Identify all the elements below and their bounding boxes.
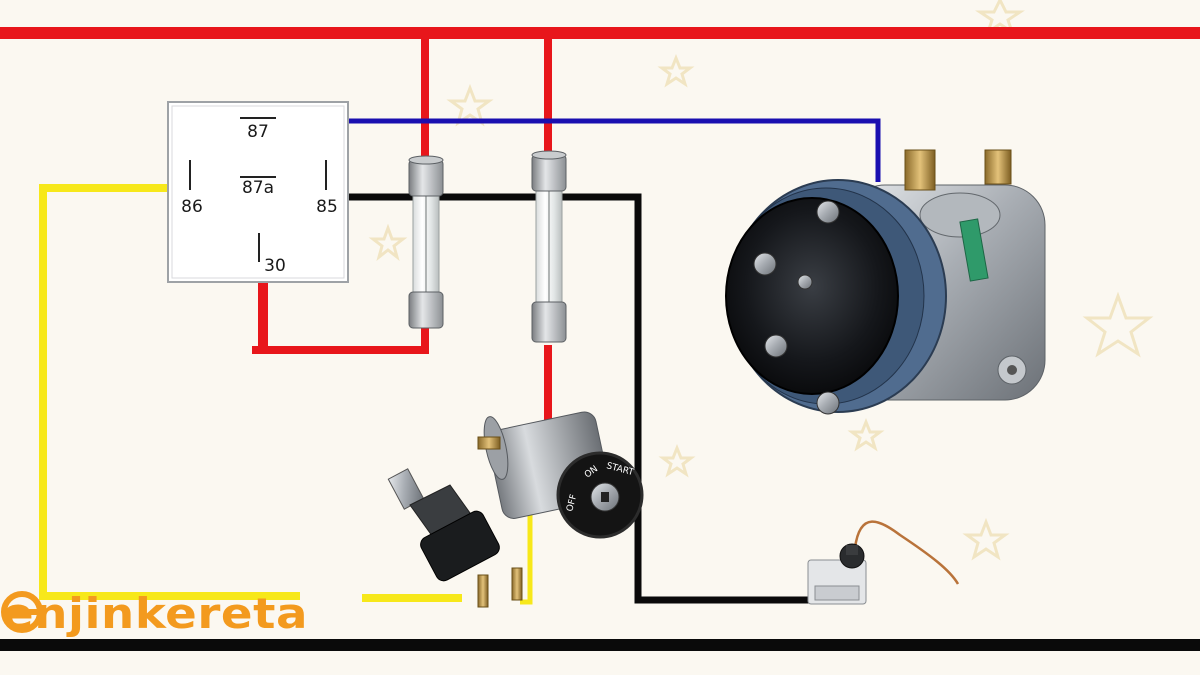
relay86-trigger-wire (39, 184, 300, 600)
relay30-feed-wire (252, 325, 429, 354)
relay-pin-85: 85 (316, 197, 338, 217)
ignition-label-off: OFF (565, 493, 579, 512)
glass-fuse-icon (531, 150, 567, 343)
star-icon (446, 83, 494, 127)
ignition-to-pressure-wire (520, 512, 533, 605)
star-icon (962, 517, 1010, 561)
logo-text: enjinkereta (2, 589, 308, 638)
glass-fuse-icon (408, 155, 444, 329)
star-icon (658, 443, 696, 478)
star-icon (368, 223, 408, 261)
relay85-ground-wire (329, 193, 812, 604)
star-icon (657, 53, 695, 88)
star-icon (847, 417, 885, 452)
background-stars (368, 0, 1154, 561)
relay-pin-30: 30 (264, 256, 286, 276)
relay-box: 87 87a 86 85 30 (167, 101, 349, 283)
ignition-switch-icon: OFF ON START (477, 411, 644, 539)
relay87-output-wire (258, 118, 881, 182)
relay-pin-87a: 87a (242, 178, 274, 198)
relay-pin-86: 86 (181, 197, 203, 217)
enjinkereta-logo: enjinkereta (1, 589, 308, 638)
pressure-switch-icon (387, 468, 523, 608)
relay-pin-87: 87 (247, 122, 269, 142)
star-icon (1082, 291, 1154, 358)
wires (0, 27, 1200, 651)
star-icon (975, 0, 1025, 36)
thermostat-switch-icon (807, 520, 960, 605)
ac-compressor-icon (725, 149, 1046, 415)
